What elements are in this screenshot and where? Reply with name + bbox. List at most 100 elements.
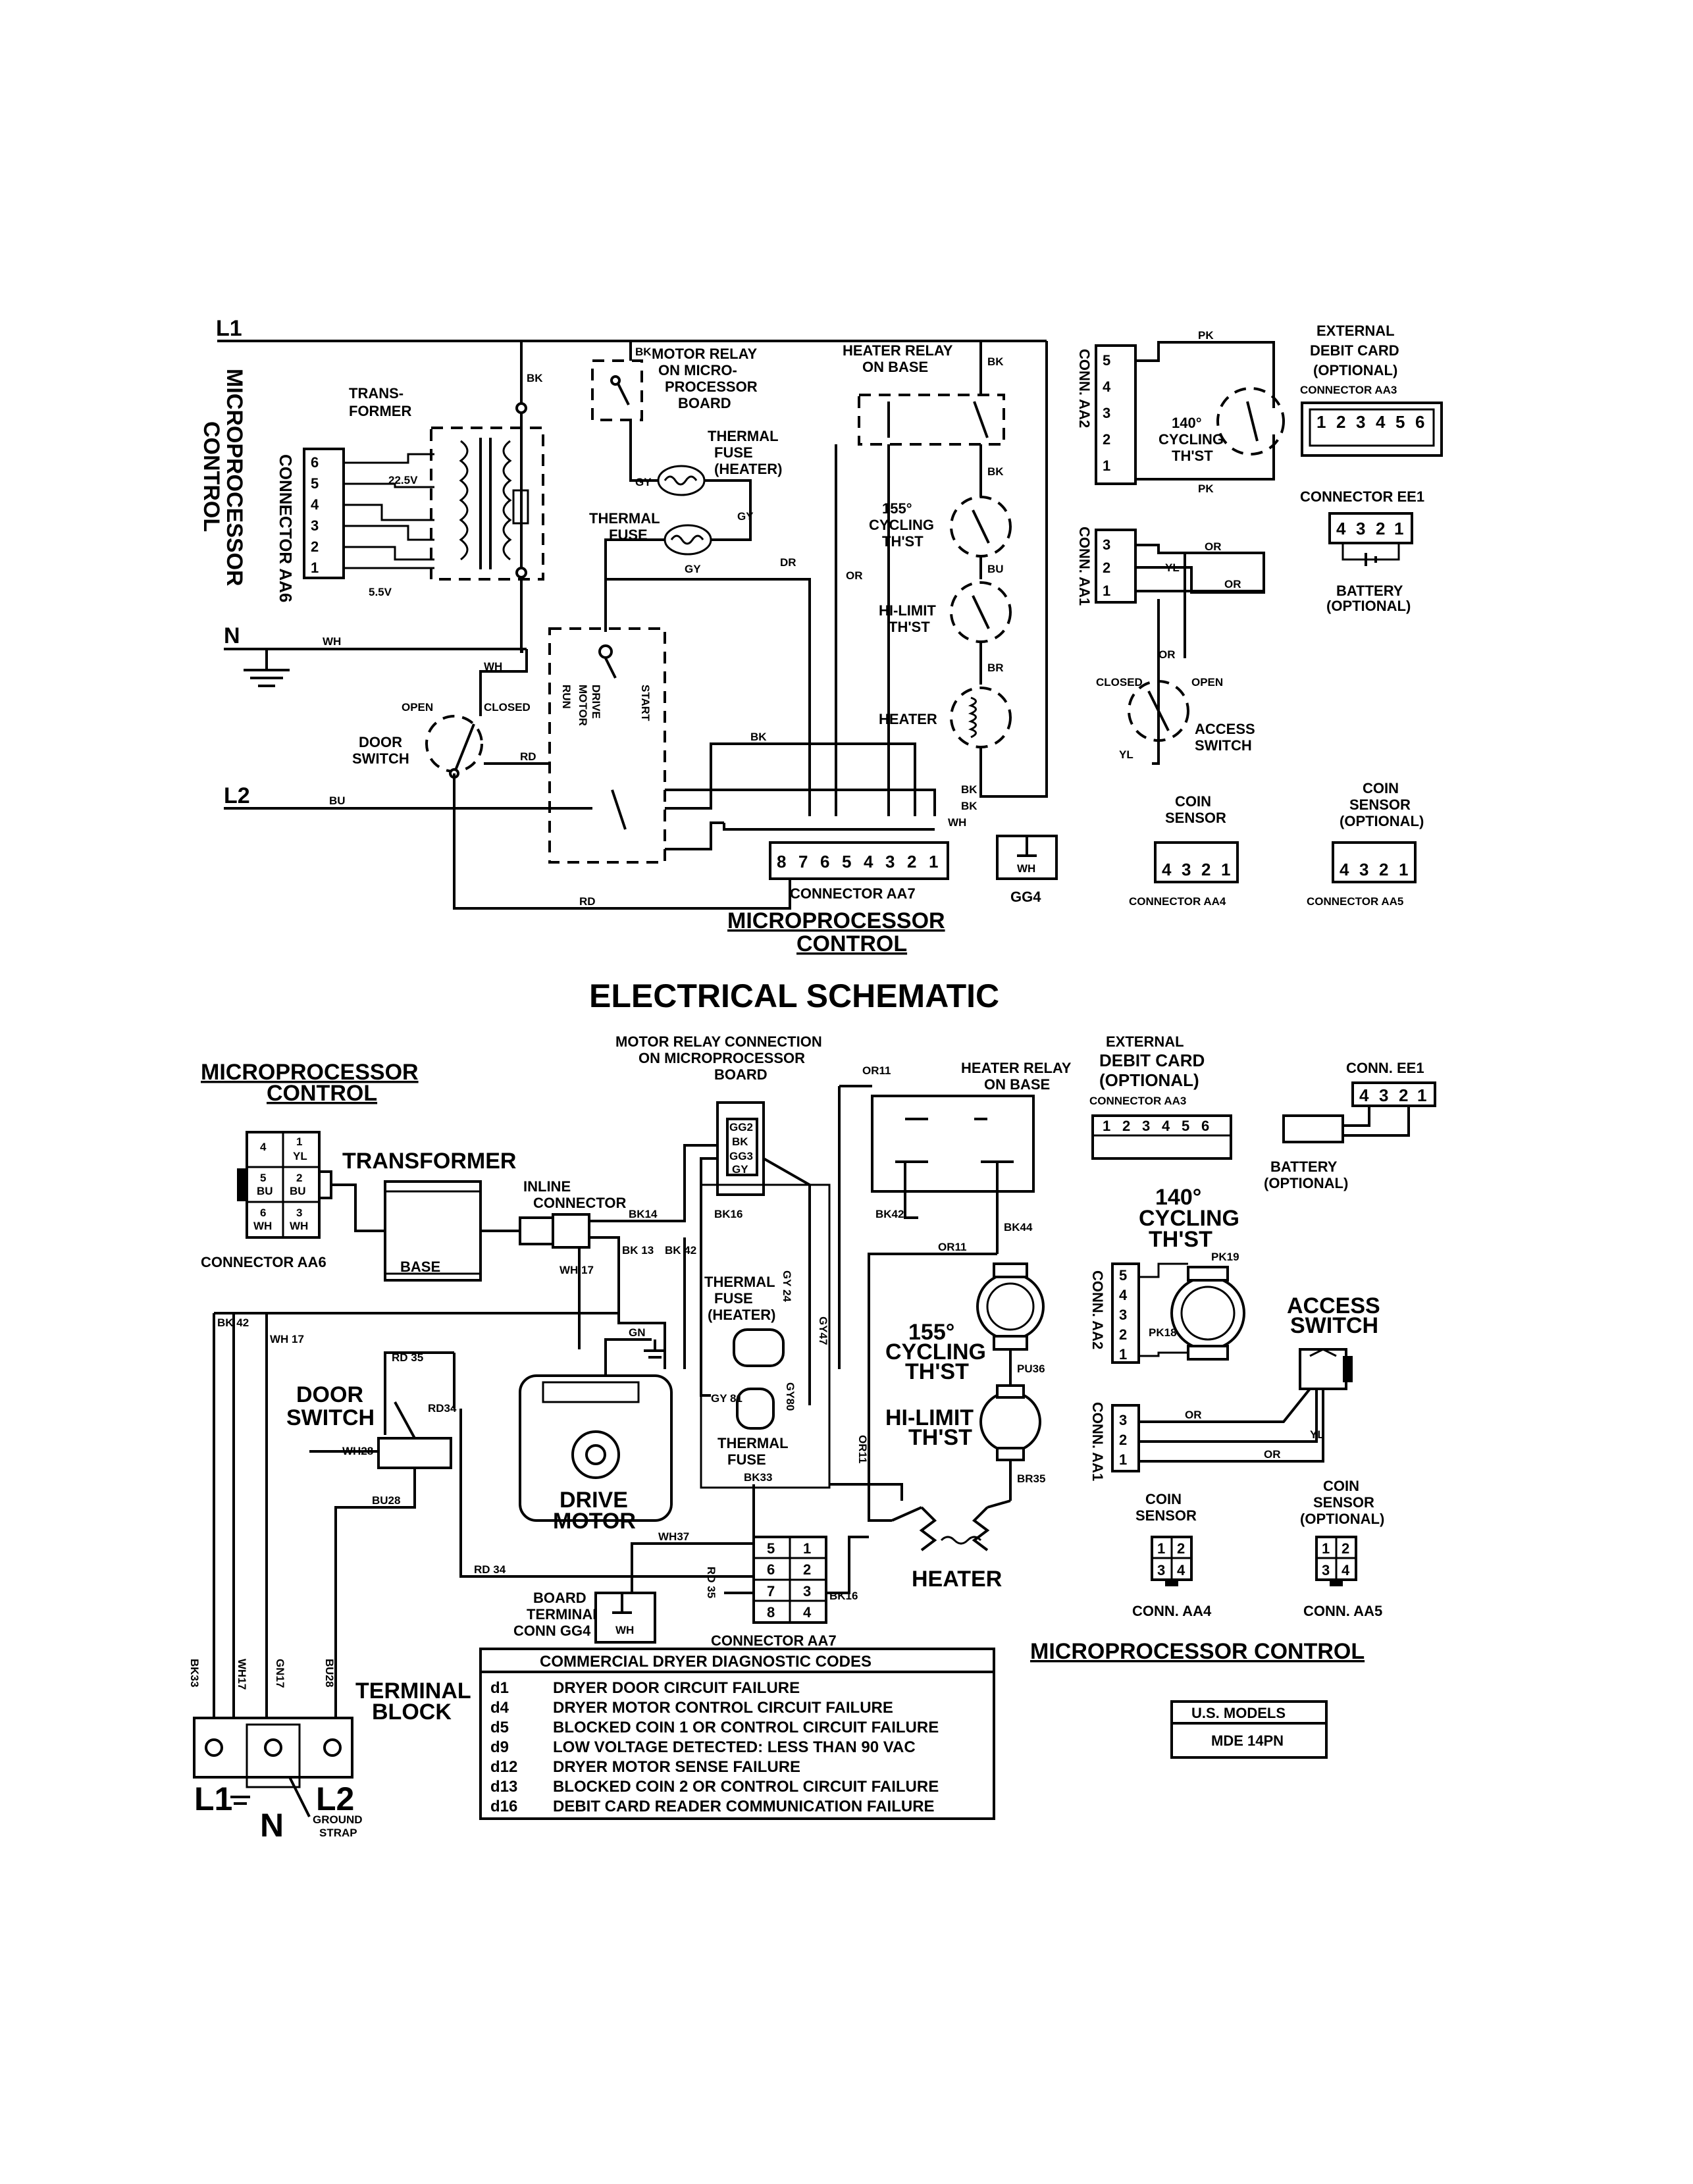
connector-aa6-label: CONNECTOR AA6 [276,454,296,602]
svg-text:BU: BU [290,1185,306,1197]
svg-text:6: 6 [820,852,829,871]
line-n-label: N [224,623,240,648]
ground-icon [244,649,290,687]
svg-text:4: 4 [1336,519,1346,538]
code-row-4: d9 [490,1738,509,1756]
conn-aa1-upper: 3 2 1 CONN. AA1 [1076,527,1137,606]
coin-sensor-optional-upper: COIN SENSOR (OPTIONAL) 4 3 2 1 CONNECTOR… [1307,780,1424,908]
svg-text:CLOSED: CLOSED [1096,676,1143,689]
svg-text:BK: BK [987,465,1004,478]
svg-text:2: 2 [1336,412,1345,432]
code-desc-3: BLOCKED COIN 1 OR CONTROL CIRCUIT FAILUR… [553,1719,939,1736]
svg-text:1: 1 [1157,1540,1165,1557]
svg-text:COIN: COIN [1363,780,1399,796]
thermal-fuse-heater-upper: THERMAL FUSE (HEATER) [657,428,782,496]
svg-text:ON BASE: ON BASE [984,1076,1050,1093]
svg-text:4: 4 [1340,860,1349,879]
svg-text:1: 1 [1399,860,1408,879]
svg-text:HEATER RELAY: HEATER RELAY [843,342,953,359]
svg-text:DEBIT CARD: DEBIT CARD [1099,1051,1205,1070]
svg-text:1: 1 [311,559,319,576]
lower-schematic: MICROPROCESSOR CONTROL 4 1 YL 5 BU 2 BU … [188,1033,1436,1844]
heater-upper: HEATER [879,687,1012,748]
svg-text:FORMER: FORMER [349,403,411,419]
svg-text:BLOCK: BLOCK [372,1700,452,1725]
svg-text:CONN GG4: CONN GG4 [513,1623,591,1639]
svg-text:OR: OR [1224,578,1241,590]
svg-text:OPEN: OPEN [402,701,433,714]
hi-limit-thermostat-upper: HI-LIMIT TH'ST [879,581,1012,643]
svg-text:(OPTIONAL): (OPTIONAL) [1326,598,1411,614]
svg-text:RD 35: RD 35 [392,1351,423,1364]
svg-text:6: 6 [1415,412,1424,432]
svg-text:3: 3 [296,1207,302,1219]
svg-text:2: 2 [296,1172,302,1184]
svg-text:BATTERY: BATTERY [1336,583,1403,599]
svg-text:1: 1 [1221,860,1230,879]
svg-text:2: 2 [907,852,916,871]
svg-text:4: 4 [1177,1562,1185,1578]
svg-text:GROUND: GROUND [313,1813,363,1826]
heater-relay-upper: HEATER RELAY ON BASE [843,342,1005,446]
svg-text:2: 2 [803,1561,811,1578]
conn-aa2-upper-label: CONN. AA2 [1076,349,1093,428]
svg-text:L2: L2 [316,1781,354,1817]
svg-text:5: 5 [311,475,319,492]
svg-text:MICROPROCESSOR: MICROPROCESSOR [222,369,247,586]
microprocessor-control-label: MICROPROCESSOR CONTROL [1030,1639,1365,1664]
svg-text:8: 8 [777,852,786,871]
svg-text:MOTOR: MOTOR [553,1509,636,1534]
svg-text:BK: BK [987,355,1004,368]
svg-text:PK: PK [1198,329,1214,342]
hi-limit-thermostat-lower: HI-LIMIT TH'ST [885,1384,1041,1461]
svg-text:CYCLING: CYCLING [869,517,934,533]
svg-text:GY47: GY47 [817,1316,829,1345]
svg-text:CLOSED: CLOSED [484,701,531,714]
svg-text:(OPTIONAL): (OPTIONAL) [1300,1511,1384,1527]
svg-text:TH'ST: TH'ST [889,619,930,635]
svg-text:2: 2 [1399,1085,1408,1105]
svg-text:CONN. EE1: CONN. EE1 [1346,1060,1424,1076]
svg-text:3: 3 [1103,405,1110,421]
coin-sensor-optional-lower: COIN SENSOR (OPTIONAL) 1 2 3 4 CONN. AA5 [1300,1478,1384,1619]
svg-text:TH'ST: TH'ST [1172,448,1213,464]
svg-text:BK: BK [635,346,652,358]
line-l1-label: L1 [216,316,242,341]
svg-text:1: 1 [1103,583,1110,599]
svg-text:1: 1 [1119,1346,1127,1363]
connector-aa7-lower-label: CONNECTOR AA7 [711,1632,837,1649]
svg-text:TH'ST: TH'ST [1149,1227,1212,1252]
conn-aa1-lower-label: CONN. AA1 [1089,1402,1106,1481]
svg-text:OR11: OR11 [862,1064,891,1077]
svg-text:(OPTIONAL): (OPTIONAL) [1313,362,1397,378]
conn-aa1-lower: 3 2 1 CONN. AA1 [1089,1402,1140,1481]
motor-relay-upper: MOTOR RELAY ON MICRO- PROCESSOR BOARD [591,346,758,421]
board-terminal-gg4-upper: WH GG4 [996,835,1058,905]
code-row-6: d13 [490,1778,517,1796]
battery-lower: BATTERY (OPTIONAL) [1264,1114,1348,1191]
svg-text:PROCESSOR: PROCESSOR [665,378,758,395]
line-l2-label: L2 [224,783,250,808]
svg-text:5: 5 [260,1172,266,1184]
svg-text:U.S. MODELS: U.S. MODELS [1191,1705,1286,1721]
svg-text:ACCESS: ACCESS [1287,1293,1380,1318]
motor-relay-connection: MOTOR RELAY CONNECTION ON MICROPROCESSOR… [615,1033,822,1196]
svg-text:CONNECTOR AA3: CONNECTOR AA3 [1300,384,1397,396]
coin-sensor-upper: COIN SENSOR 4 3 2 1 CONNECTOR AA4 [1129,793,1239,908]
svg-text:PK: PK [1198,482,1214,495]
connector-aa6: 6 5 4 3 2 1 CONNECTOR AA6 [276,448,345,602]
svg-text:WH: WH [253,1220,272,1232]
svg-text:BU: BU [987,563,1004,575]
svg-text:TRANS-: TRANS- [349,385,404,402]
svg-text:MOTOR RELAY: MOTOR RELAY [652,346,757,362]
transformer-lower: TRANSFORMER BASE [342,1149,516,1282]
svg-text:3: 3 [1322,1562,1330,1578]
svg-text:3: 3 [1119,1307,1127,1323]
external-debit-card-upper: EXTERNAL DEBIT CARD (OPTIONAL) CONNECTOR… [1300,323,1443,457]
svg-text:RD 34: RD 34 [474,1563,506,1576]
svg-text:OR: OR [846,569,863,582]
svg-text:140°: 140° [1155,1185,1201,1210]
thermal-fuse-heater-lower: THERMAL FUSE (HEATER) [704,1274,785,1367]
svg-text:3: 3 [1356,519,1365,538]
lower-micro-title: MICROPROCESSOR CONTROL [201,1060,419,1106]
